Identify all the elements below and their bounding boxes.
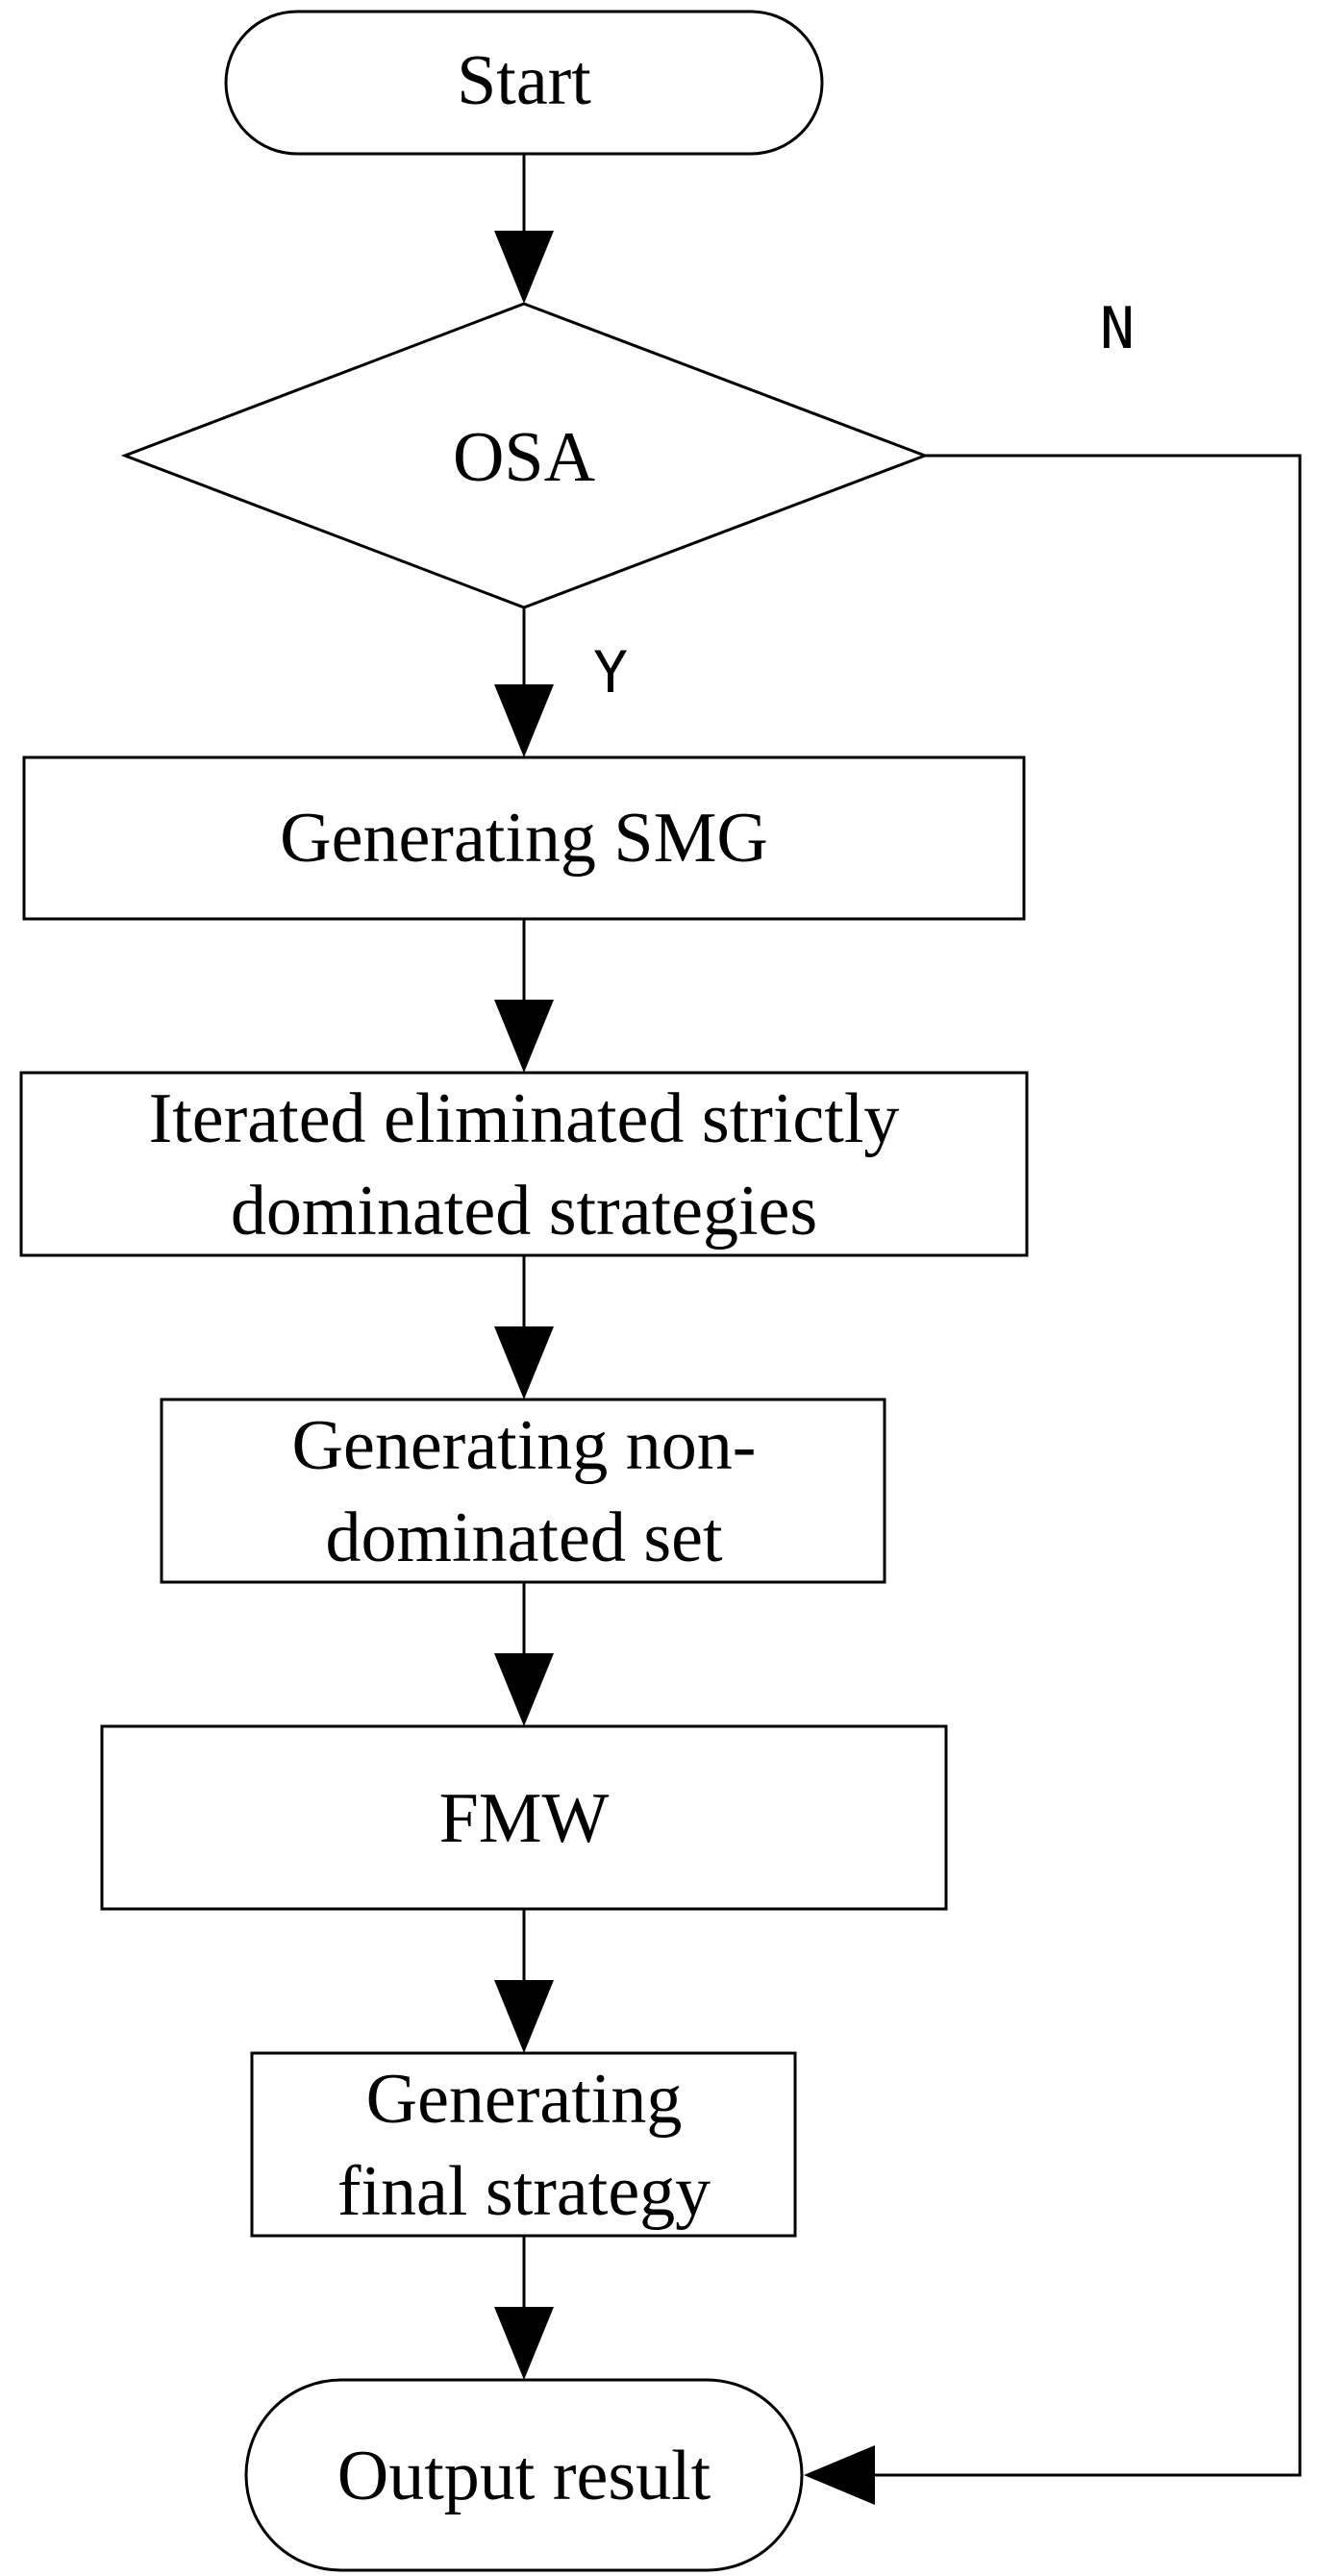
osa-decision-node: OSA [120, 302, 930, 609]
arrowhead-start-osa [494, 231, 554, 304]
final-strategy-label-line-1: Generating [366, 2060, 683, 2139]
arrowhead-iterated-nondominated [494, 1326, 554, 1399]
generating-smg-node: Generating SMG [22, 755, 1026, 921]
non-dominated-label-line-1: Generating non- [292, 1406, 757, 1485]
osa-label: OSA [453, 418, 595, 497]
fmw-label: FMW [439, 1779, 610, 1858]
final-strategy-node: Generating final strategy [250, 2051, 797, 2238]
arrowhead-final-output [494, 2307, 554, 2380]
non-dominated-set-node: Generating non- dominated set [160, 1398, 886, 1584]
arrowhead-nondominated-fmw [494, 1653, 554, 1726]
branch-label-no: N [1100, 295, 1135, 362]
connector-osa-no-to-output [875, 454, 1302, 2477]
start-node: Start [224, 10, 824, 156]
arrowhead-no-to-output [804, 2445, 875, 2505]
output-result-node: Output result [244, 2378, 804, 2572]
branch-label-yes: Y [593, 639, 628, 706]
generating-smg-label: Generating SMG [280, 799, 768, 878]
output-result-label: Output result [337, 2437, 711, 2515]
non-dominated-label-line-2: dominated set [325, 1499, 723, 1577]
iterated-label-line-2: dominated strategies [231, 1172, 817, 1251]
final-strategy-label-line-2: final strategy [337, 2152, 711, 2231]
iterated-elimination-node: Iterated eliminated strictly dominated s… [19, 1071, 1029, 1257]
start-label: Start [457, 41, 591, 120]
arrowhead-fmw-final [494, 1980, 554, 2053]
arrowhead-smg-iterated [494, 1000, 554, 1073]
fmw-node: FMW [100, 1724, 948, 1911]
arrowhead-osa-smg [494, 684, 554, 757]
iterated-label-line-1: Iterated eliminated strictly [149, 1079, 900, 1158]
